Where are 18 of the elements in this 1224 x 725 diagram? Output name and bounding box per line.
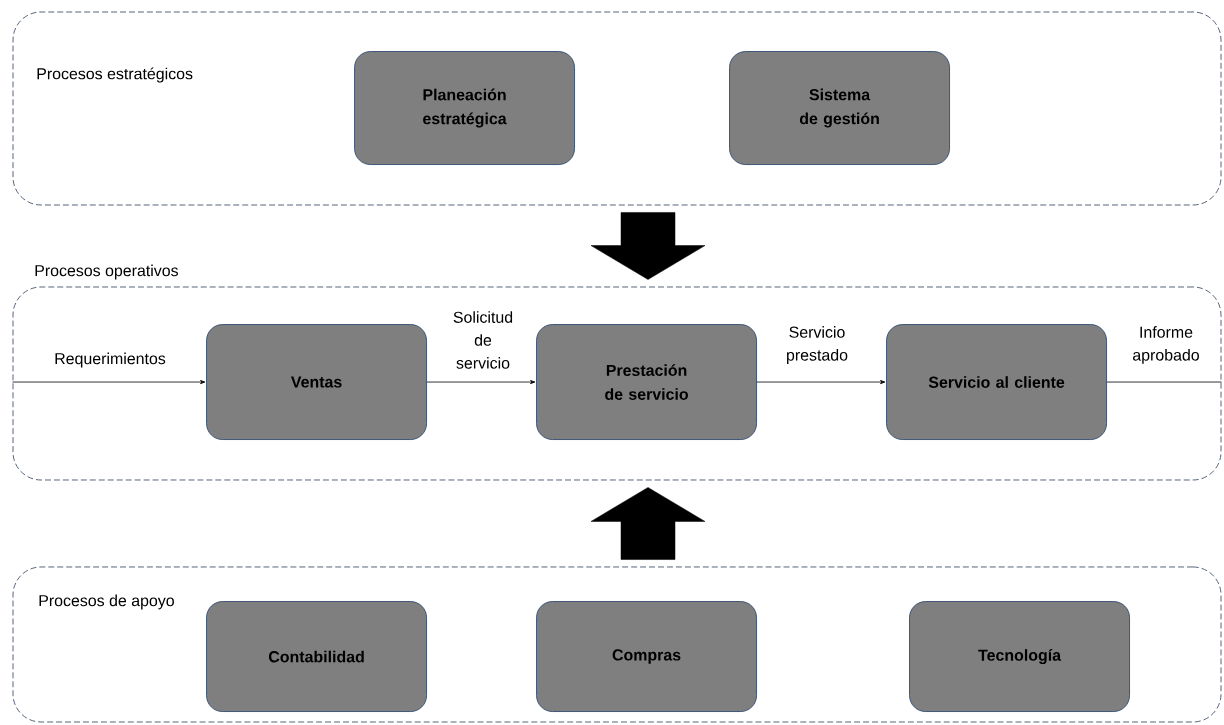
edge-label: Servicio prestado bbox=[787, 326, 848, 364]
process-box: Compras bbox=[536, 601, 757, 712]
process-box: Sistema de gestión bbox=[729, 51, 950, 165]
arrow bbox=[756, 380, 886, 385]
block-arrow bbox=[590, 487, 706, 560]
arrow bbox=[12, 380, 206, 385]
node-label: Procesos operativos bbox=[35, 264, 179, 280]
process-box: Servicio al cliente bbox=[886, 324, 1107, 440]
process-box: Contabilidad bbox=[206, 601, 427, 712]
process-box: Tecnología bbox=[909, 601, 1130, 712]
process-box: Planeación estratégica bbox=[354, 51, 575, 165]
process-box: Ventas bbox=[206, 324, 427, 440]
edge-label: Requerimientos bbox=[55, 352, 166, 368]
process-box: Prestación de servicio bbox=[536, 324, 757, 440]
edge-label: Solicitud de servicio bbox=[453, 311, 513, 369]
edge-label: Informe aprobado bbox=[1133, 326, 1199, 364]
block-arrow bbox=[590, 212, 706, 280]
arrow bbox=[426, 380, 536, 385]
